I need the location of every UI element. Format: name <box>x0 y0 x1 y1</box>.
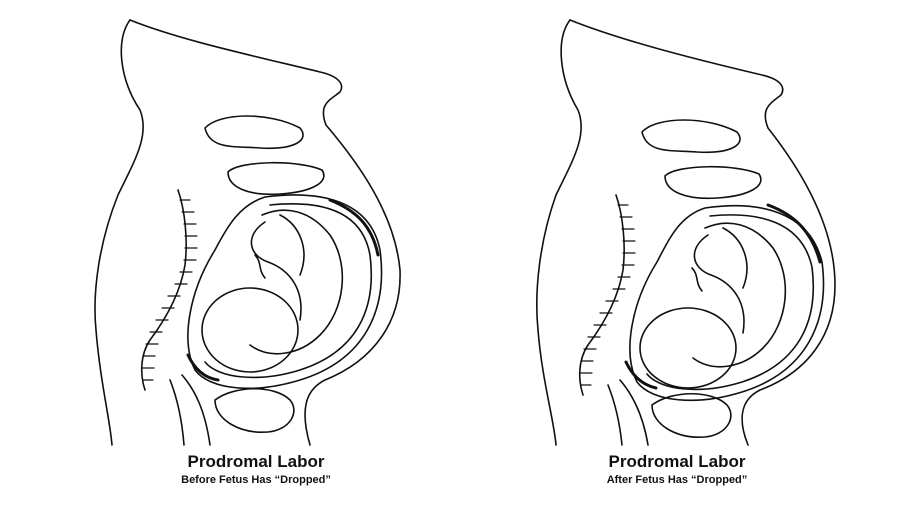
pelvic-line-2 <box>608 385 622 445</box>
figure-subtitle: After Fetus Has “Dropped” <box>606 474 748 486</box>
spine-vertebrae <box>142 200 197 380</box>
uterus-inner <box>205 204 371 378</box>
figure-subtitle: Before Fetus Has “Dropped” <box>181 474 331 486</box>
cervix-shading <box>626 362 656 388</box>
organ-lower <box>228 163 324 195</box>
figure-title: Prodromal Labor <box>608 452 746 471</box>
cervix-shading <box>188 355 218 380</box>
pelvic-floor <box>620 380 648 445</box>
pelvic-line-2 <box>170 380 184 445</box>
fetus-limb-1 <box>251 222 301 320</box>
front-outline <box>570 20 835 445</box>
fetus-limb-2 <box>723 228 747 288</box>
fetus-body <box>693 223 785 367</box>
fetus-head <box>202 288 298 372</box>
bladder <box>652 394 731 437</box>
back-outline <box>537 20 581 445</box>
umbilical-cord <box>692 268 702 291</box>
placenta <box>768 205 820 262</box>
front-outline <box>130 20 400 445</box>
figure-title: Prodromal Labor <box>187 452 325 471</box>
fetus-limb-2 <box>280 215 304 275</box>
organ-upper <box>642 120 740 152</box>
fetus-body <box>250 210 342 354</box>
uterus-inner <box>647 215 813 390</box>
placenta <box>330 200 378 255</box>
illustration-after-dropped <box>450 0 900 450</box>
uterus-wall <box>188 195 382 388</box>
organ-lower <box>665 167 761 199</box>
figure-after-dropped: Prodromal Labor After Fetus Has “Dropped… <box>450 0 900 507</box>
spine <box>142 190 186 390</box>
figure-before-dropped: Prodromal Labor Before Fetus Has “Droppe… <box>0 0 450 486</box>
umbilical-cord <box>255 255 265 278</box>
pelvic-floor <box>182 375 210 445</box>
illustration-before-dropped <box>0 0 450 450</box>
organ-upper <box>205 116 303 148</box>
spine <box>580 195 624 395</box>
bladder <box>215 389 294 432</box>
fetus-limb-1 <box>694 235 744 333</box>
back-outline <box>95 20 143 445</box>
spine-vertebrae <box>580 205 635 385</box>
fetus-head <box>640 308 736 388</box>
